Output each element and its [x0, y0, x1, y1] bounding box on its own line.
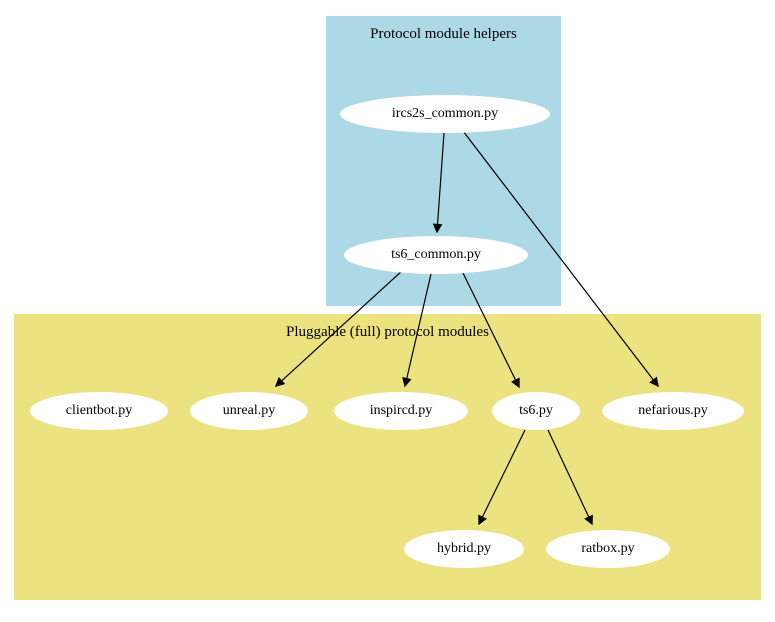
node-clientbot-label: clientbot.py	[65, 403, 133, 418]
node-ratbox: ratbox.py	[546, 530, 670, 568]
node-unreal: unreal.py	[190, 392, 308, 430]
node-ts6_common: ts6_common.py	[344, 236, 528, 274]
node-ts6_common-label: ts6_common.py	[391, 247, 481, 262]
node-hybrid-label: hybrid.py	[436, 541, 492, 556]
node-ratbox-label: ratbox.py	[581, 541, 635, 556]
node-ircs2s_common-label: ircs2s_common.py	[391, 106, 499, 121]
node-inspircd: inspircd.py	[334, 392, 468, 430]
node-ts6: ts6.py	[492, 392, 580, 430]
cluster-modules-label: Pluggable (full) protocol modules	[286, 324, 489, 340]
node-ircs2s_common: ircs2s_common.py	[340, 95, 550, 133]
node-nefarious-label: nefarious.py	[638, 403, 708, 418]
cluster-helpers-label: Protocol module helpers	[370, 26, 517, 42]
node-hybrid: hybrid.py	[404, 530, 524, 568]
node-unreal-label: unreal.py	[222, 403, 276, 418]
node-nefarious: nefarious.py	[602, 392, 744, 430]
node-clientbot: clientbot.py	[30, 392, 168, 430]
node-inspircd-label: inspircd.py	[369, 403, 433, 418]
node-ts6-label: ts6.py	[519, 403, 553, 418]
